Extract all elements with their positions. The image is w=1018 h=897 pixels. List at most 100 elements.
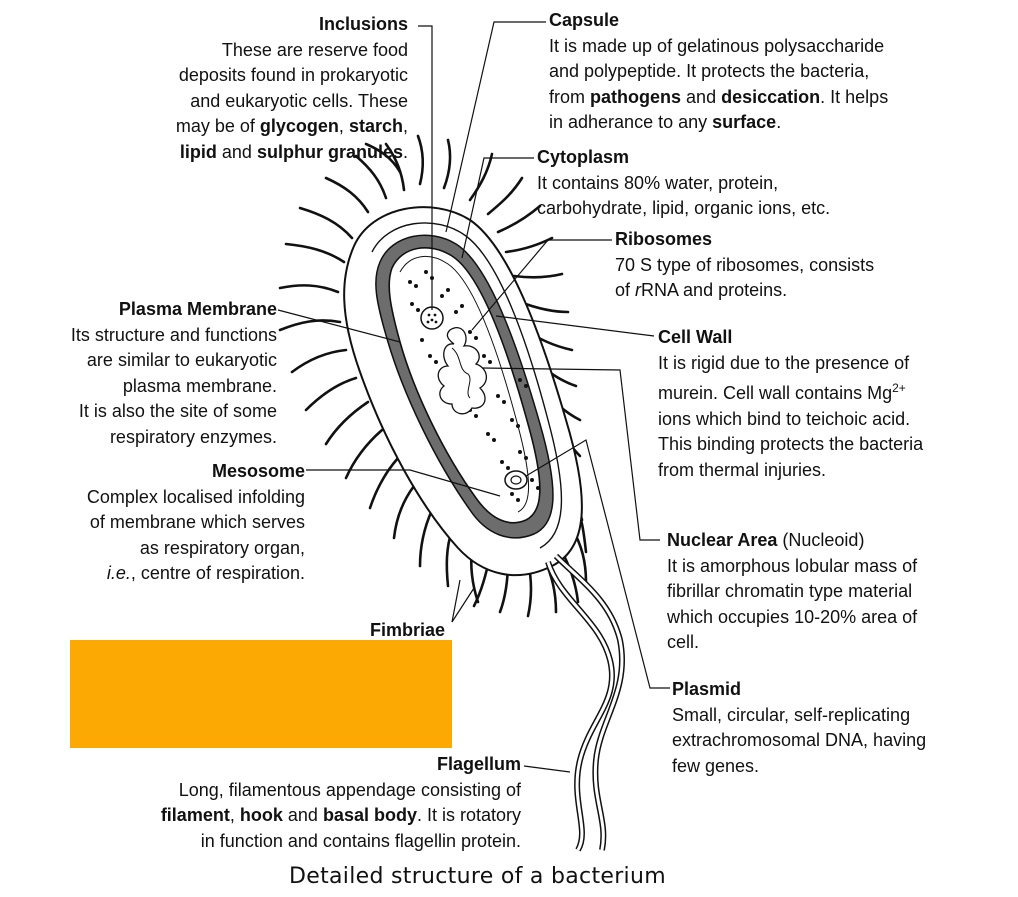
capsule-line-3: from pathogens and desiccation. It helps [549,85,989,111]
flagellum-basal-body: basal body [322,805,417,825]
capsule-pathogens: pathogens [590,86,682,107]
inclusions-title: Inclusions [318,14,408,34]
inclusions-and: and [221,141,252,162]
flagellum-comma: , [229,805,235,825]
capsule-title: Capsule [549,10,620,30]
ribosomes-text-2b: RNA and proteins. [641,280,788,300]
inclusions-line-3: and eukaryotic cells. These [190,90,408,111]
nuclear-area-paren: (Nucleoid) [782,530,865,550]
flagellum-line-2: filament, hook and basal body. It is rot… [81,803,521,829]
plasma-membrane-line-5: respiratory enzymes. [109,426,277,447]
label-inclusions: Inclusions These are reserve food deposi… [108,12,408,165]
nuclear-area-line-4: cell. [667,632,700,652]
capsule-text-4b: . [776,112,782,132]
label-plasma-membrane: Plasma Membrane Its structure and functi… [7,297,277,450]
inclusions-line-4: may be of glycogen, starch, [108,114,408,140]
plasmid-line-2: extrachromosomal DNA, having [672,730,927,750]
mesosome-line-4: i.e., centre of respiration. [15,561,305,587]
mesosome-ie: i.e. [106,563,131,583]
nuclear-area-title: Nuclear Area [667,530,778,550]
inclusions-line-5: lipid and sulphur granules. [108,140,408,166]
cell-wall-superscript: 2+ [892,381,906,395]
plasma-membrane-line-4: It is also the site of some [78,401,277,421]
capsule-text-3a: from [549,86,585,107]
nuclear-area-heading: Nuclear Area (Nucleoid) [667,528,1007,554]
label-capsule: Capsule It is made up of gelatinous poly… [549,8,989,136]
nuclear-area-line-2: fibrillar chromatin type material [667,581,913,601]
nuclear-area-line-1: It is amorphous lobular mass of [667,555,918,576]
label-mesosome: Mesosome Complex localised infolding of … [15,459,305,587]
mesosome-title: Mesosome [211,461,305,481]
flagellum-hook: hook [239,805,283,825]
cytoplasm-line-2: carbohydrate, lipid, organic ions, etc. [537,198,831,218]
label-cytoplasm: Cytoplasm It contains 80% water, protein… [537,145,937,222]
plasma-membrane-line [399,256,529,513]
label-ribosomes: Ribosomes 70 S type of ribosomes, consis… [615,227,995,304]
capsule-desiccation: desiccation [721,86,821,107]
plasma-membrane-line-3: plasma membrane. [122,375,277,396]
inclusions-glycogen: glycogen [259,116,339,136]
cell-wall-line-1: It is rigid due to the presence of [658,352,910,373]
ribosomes-line-1: 70 S type of ribosomes, consists [615,254,875,275]
flagellum-text-2b: . It is rotatory [416,805,521,825]
capsule-line-2: and polypeptide. It protects the bacteri… [549,61,870,81]
inclusions-lipid: lipid [179,141,217,162]
label-plasmid: Plasmid Small, circular, self-replicatin… [672,677,992,779]
plasma-membrane-line-2: are similar to eukaryotic [86,350,277,370]
mesosome-line-3: as respiratory organ, [139,537,305,558]
nuclear-area-line-3: which occupies 10-20% area of [667,606,918,627]
capsule-text-3c: . It helps [820,86,889,107]
mesosome-text-4: , centre of respiration. [130,563,305,583]
inclusions-text-4: may be of [175,116,255,136]
cell-wall-line-2: murein. Cell wall contains Mg2+ [658,376,1008,407]
label-flagellum: Flagellum Long, filamentous appendage co… [81,752,521,854]
label-nuclear-area: Nuclear Area (Nucleoid) It is amorphous … [667,528,1007,656]
capsule-line-1: It is made up of gelatinous polysacchari… [549,35,885,56]
inclusions-comma: , [338,116,344,136]
inclusions-period: . [402,141,408,162]
plasmid-title: Plasmid [672,679,742,699]
inclusions-sulphur: sulphur granules [256,141,403,162]
capsule-text-3b: and [686,86,717,107]
capsule-line-4: in adherance to any surface. [549,110,989,136]
cell-wall-line-4: This binding protects the bacteria [658,434,924,454]
inclusions-comma-2: , [402,116,408,136]
inclusions-starch: starch [348,116,403,136]
plasma-membrane-title: Plasma Membrane [118,299,277,319]
flagellum-line-1: Long, filamentous appendage consisting o… [178,779,521,800]
nucleoid-fibrils [451,347,471,399]
mesosome-line-1: Complex localised infolding [86,486,305,507]
mesosome-line-2: of membrane which serves [89,512,305,532]
inclusions-line-1: These are reserve food [221,39,408,60]
plasmid-line-1: Small, circular, self-replicating [672,704,911,725]
label-cell-wall: Cell Wall It is rigid due to the presenc… [658,325,1008,483]
plasmid-line-3: few genes. [672,755,760,776]
leader-lines [277,21,670,773]
nucleoid-mass [437,327,487,415]
plasma-membrane-line-1: Its structure and functions [70,324,277,345]
capsule-text-4a: in adherance to any [549,112,708,132]
ribosomes-text-2a: of [615,280,631,300]
fimbriae-title: Fimbriae [369,620,445,640]
capsule-surface: surface [712,112,777,132]
ribosomes-line-2: of rRNA and proteins. [615,278,995,304]
capsule-inner-contour [371,222,563,549]
redaction-block [70,640,452,748]
flagellum-filament: filament [160,805,230,825]
cell-wall-line-5: from thermal injuries. [658,459,827,480]
cell-wall-title: Cell Wall [658,327,733,347]
flagellum-and: and [287,805,318,825]
inclusions-line-2: deposits found in prokaryotic [178,65,408,85]
cell-wall-line-3: ions which bind to teichoic acid. [658,408,911,429]
cell-wall-text-2a: murein. Cell wall contains Mg [658,383,893,403]
figure-caption: Detailed structure of a bacterium [289,864,666,889]
flagellum-title: Flagellum [436,754,521,774]
mesosome-ring [504,470,528,490]
ribosomes-r: r [635,280,642,300]
flagellum-line-3: in function and contains flagellin prote… [200,830,521,851]
cytoplasm-title: Cytoplasm [537,147,630,167]
label-fimbriae: Fimbriae [295,618,445,644]
cytoplasm-line-1: It contains 80% water, protein, [537,172,779,193]
